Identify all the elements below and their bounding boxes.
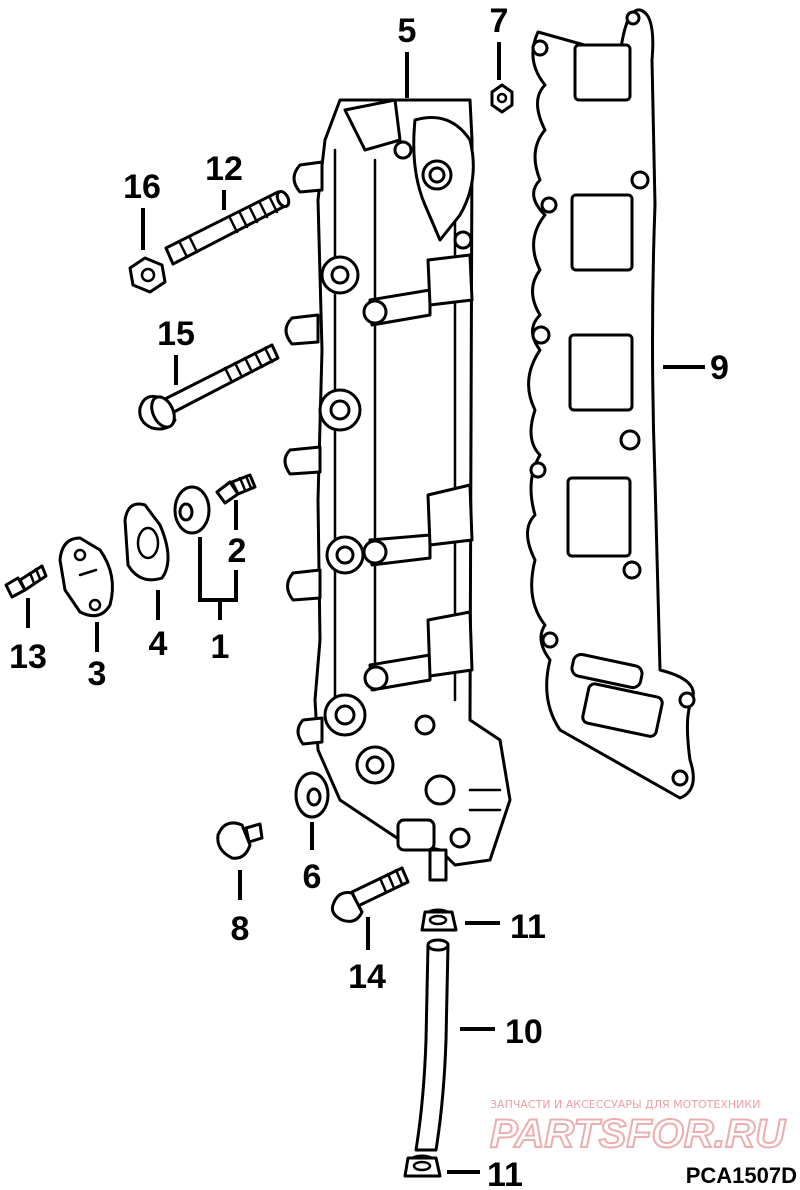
callout-7: 7 [490,2,509,40]
leader-lines [26,42,705,1174]
watermark-brand: PARTSFOR.RU [490,1112,786,1156]
callout-11-upper: 11 [510,908,546,946]
bushing-part-1 [173,485,211,535]
nut-part-16 [128,256,167,294]
callout-11-lower: 11 [487,1156,523,1190]
gasket-part-4 [123,502,170,582]
callout-4: 4 [149,625,168,663]
plug-part-8 [216,821,264,860]
callout-10: 10 [505,1013,543,1051]
drawing-code: PCA1507D [686,1163,797,1188]
cover-part-3 [58,536,114,618]
callout-9: 9 [710,349,729,387]
callout-1: 1 [211,628,230,666]
watermark-tagline: ЗАПЧАСТИ И АКСЕССУАРЫ ДЛЯ МОТОТЕХНИКИ [490,1098,760,1111]
callout-5: 5 [398,12,417,50]
callout-2: 2 [228,532,247,570]
bolt-part-13 [4,564,48,599]
gasket-part-9 [526,8,696,800]
callout-6: 6 [303,858,322,896]
hose-part-10 [414,938,450,1152]
callout-14: 14 [348,958,386,996]
callout-labels: 5 7 12 16 15 9 2 13 3 4 1 6 8 14 11 10 1… [9,2,729,1190]
watermark: ЗАПЧАСТИ И АКСЕССУАРЫ ДЛЯ МОТОТЕХНИКИ PA… [489,1098,787,1157]
callout-3: 3 [88,655,107,693]
callout-8: 8 [231,910,250,948]
callout-13: 13 [9,638,47,676]
callout-15: 15 [157,315,195,353]
washer-part-6 [294,771,330,819]
stud-part-12 [164,190,291,266]
bolt-part-15 [138,343,280,431]
callout-12: 12 [205,150,243,188]
manifold-part-5 [283,98,512,882]
bolt-part-14 [330,866,410,923]
clamp-part-11-upper [420,908,458,932]
clamp-part-11-lower [403,1154,442,1178]
nut-part-7 [490,83,514,114]
callout-16: 16 [123,168,161,206]
bolt-part-2 [215,473,257,505]
